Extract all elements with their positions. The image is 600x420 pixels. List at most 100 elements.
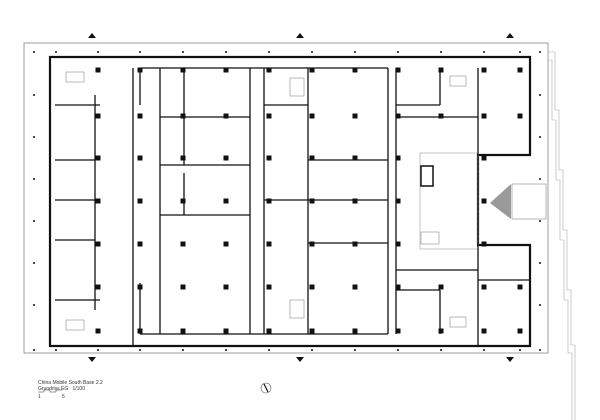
column xyxy=(309,155,315,161)
column xyxy=(180,284,186,290)
scale-bar xyxy=(38,389,62,393)
grid-dot xyxy=(539,220,541,222)
grid-dot xyxy=(33,178,35,180)
column xyxy=(309,67,315,73)
column xyxy=(180,328,186,334)
column xyxy=(137,198,143,204)
column xyxy=(137,328,143,334)
column xyxy=(137,67,143,73)
structural-columns xyxy=(95,67,523,334)
site-frame xyxy=(23,42,549,354)
column xyxy=(481,67,487,73)
column xyxy=(266,113,272,119)
column xyxy=(352,155,358,161)
grid-dot xyxy=(33,94,35,96)
project-title: China Mobile South Base 2.2 xyxy=(38,380,103,386)
grid-dot xyxy=(539,136,541,138)
column xyxy=(438,328,444,334)
column xyxy=(223,67,229,73)
grid-dot xyxy=(539,178,541,180)
grid-dot xyxy=(182,51,184,53)
column xyxy=(395,284,401,290)
column xyxy=(395,198,401,204)
grid-dot xyxy=(97,51,99,53)
grid-dot xyxy=(539,349,541,351)
grid-dot xyxy=(55,349,57,351)
column xyxy=(266,328,272,334)
grid-dot xyxy=(225,51,227,53)
grid-dot xyxy=(539,94,541,96)
column xyxy=(352,67,358,73)
column xyxy=(438,113,444,119)
grid-dot xyxy=(539,51,541,53)
column xyxy=(352,241,358,247)
column xyxy=(352,328,358,334)
grid-dot xyxy=(139,349,141,351)
column xyxy=(395,113,401,119)
column xyxy=(309,198,315,204)
column xyxy=(438,67,444,73)
column xyxy=(352,113,358,119)
column xyxy=(223,113,229,119)
stairs xyxy=(65,71,467,331)
column xyxy=(180,155,186,161)
column xyxy=(517,284,523,290)
column xyxy=(266,284,272,290)
column xyxy=(395,241,401,247)
entrance-marker xyxy=(490,184,511,219)
column xyxy=(309,113,315,119)
column xyxy=(137,241,143,247)
north-symbol-icon xyxy=(260,382,272,394)
scale-start-label: 1 xyxy=(38,394,41,400)
grid-dot xyxy=(139,51,141,53)
column xyxy=(95,67,101,73)
column xyxy=(266,241,272,247)
column xyxy=(481,155,487,161)
entrance-canopy xyxy=(511,183,547,220)
atrium xyxy=(419,152,479,250)
column xyxy=(352,284,358,290)
column xyxy=(309,284,315,290)
drawing-caption: China Mobile South Base 2.2 Grundriss EG… xyxy=(38,380,103,392)
column xyxy=(223,241,229,247)
column xyxy=(309,241,315,247)
grid-dot xyxy=(33,304,35,306)
column xyxy=(517,113,523,119)
grid-dot xyxy=(397,51,399,53)
column xyxy=(137,155,143,161)
column xyxy=(180,67,186,73)
column xyxy=(481,284,487,290)
column xyxy=(481,328,487,334)
column xyxy=(223,198,229,204)
column xyxy=(95,113,101,119)
grid-dot xyxy=(519,51,521,53)
column xyxy=(180,198,186,204)
grid-dot xyxy=(268,51,270,53)
grid-dot xyxy=(440,51,442,53)
column xyxy=(517,328,523,334)
grid-dot xyxy=(182,349,184,351)
grid-dot xyxy=(33,262,35,264)
interior-walls xyxy=(55,67,530,346)
column xyxy=(395,328,401,334)
grid-markers xyxy=(88,33,514,362)
grid-dot xyxy=(539,304,541,306)
grid-dot xyxy=(311,51,313,53)
grid-dots xyxy=(33,51,541,351)
column xyxy=(481,198,487,204)
grid-dot xyxy=(97,349,99,351)
stepped-terrace xyxy=(548,51,576,420)
column xyxy=(137,284,143,290)
column xyxy=(223,155,229,161)
grid-dot xyxy=(483,349,485,351)
column xyxy=(352,198,358,204)
column xyxy=(180,241,186,247)
column xyxy=(95,284,101,290)
column xyxy=(95,241,101,247)
grid-dot xyxy=(268,349,270,351)
column xyxy=(95,198,101,204)
column xyxy=(95,328,101,334)
column xyxy=(137,113,143,119)
column xyxy=(266,67,272,73)
